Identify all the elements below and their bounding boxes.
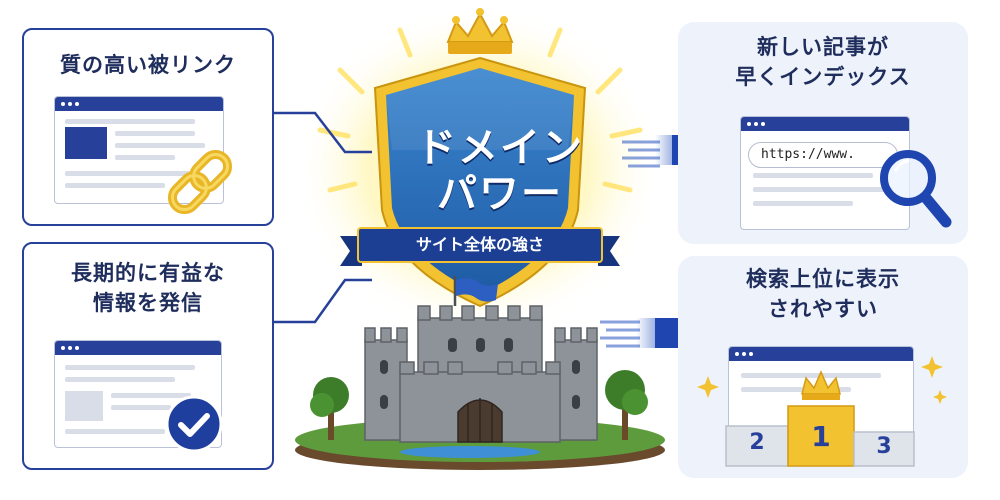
castle-windows — [380, 338, 580, 409]
card-title-line1: 長期的に有益な — [71, 261, 225, 285]
card-backlinks: 質の高い被リンク — [22, 28, 274, 226]
podium-number-2: 2 — [749, 430, 765, 455]
connector-top — [272, 111, 372, 154]
magnifier-icon — [880, 150, 952, 228]
card-top-ranking: 検索上位に表示 されやすい 2 1 3 — [678, 256, 968, 478]
podium-number-3: 3 — [876, 434, 892, 459]
podium-2 — [725, 425, 789, 467]
banner-ribbon — [340, 227, 620, 266]
flag-icon — [453, 276, 498, 306]
podium-art — [697, 356, 947, 467]
browser-window — [54, 96, 224, 204]
sparkle-icon — [921, 356, 943, 378]
castle-gate — [457, 398, 503, 443]
podium-3 — [853, 431, 915, 467]
tree-right — [605, 370, 648, 440]
crown-icon — [801, 370, 841, 400]
card-title-line2: 早くインデックス — [735, 65, 911, 89]
shield-title-line1: ドメイン — [416, 125, 584, 171]
card-title-line1: 検索上位に表示 — [746, 267, 900, 291]
connector-bottom — [272, 278, 372, 324]
crown-icon — [446, 8, 514, 54]
image-block — [65, 127, 107, 159]
sparkle-icon — [933, 390, 947, 404]
tree-left — [310, 377, 349, 440]
sparkle-icon — [697, 376, 719, 398]
image-block — [65, 391, 103, 421]
card-title-line2: されやすい — [768, 297, 878, 321]
podium-1 — [787, 405, 855, 467]
card-fast-indexing: 新しい記事が 早くインデックス https://www. — [678, 22, 968, 244]
card-title: 質の高い被リンク — [60, 53, 236, 77]
banner-label: サイト全体の強さ — [415, 235, 544, 254]
podium-number-1: 1 — [811, 420, 831, 453]
card-useful-content: 長期的に有益な 情報を発信 — [22, 242, 274, 470]
check-circle-icon — [165, 395, 223, 453]
shield-title-line2: パワー — [437, 171, 563, 217]
card-title-line1: 新しい記事が — [757, 35, 889, 59]
link-chain-icon — [167, 149, 233, 215]
light-rays — [317, 27, 643, 193]
url-bar: https://www. — [748, 142, 898, 168]
card-title-line2: 情報を発信 — [93, 291, 203, 315]
